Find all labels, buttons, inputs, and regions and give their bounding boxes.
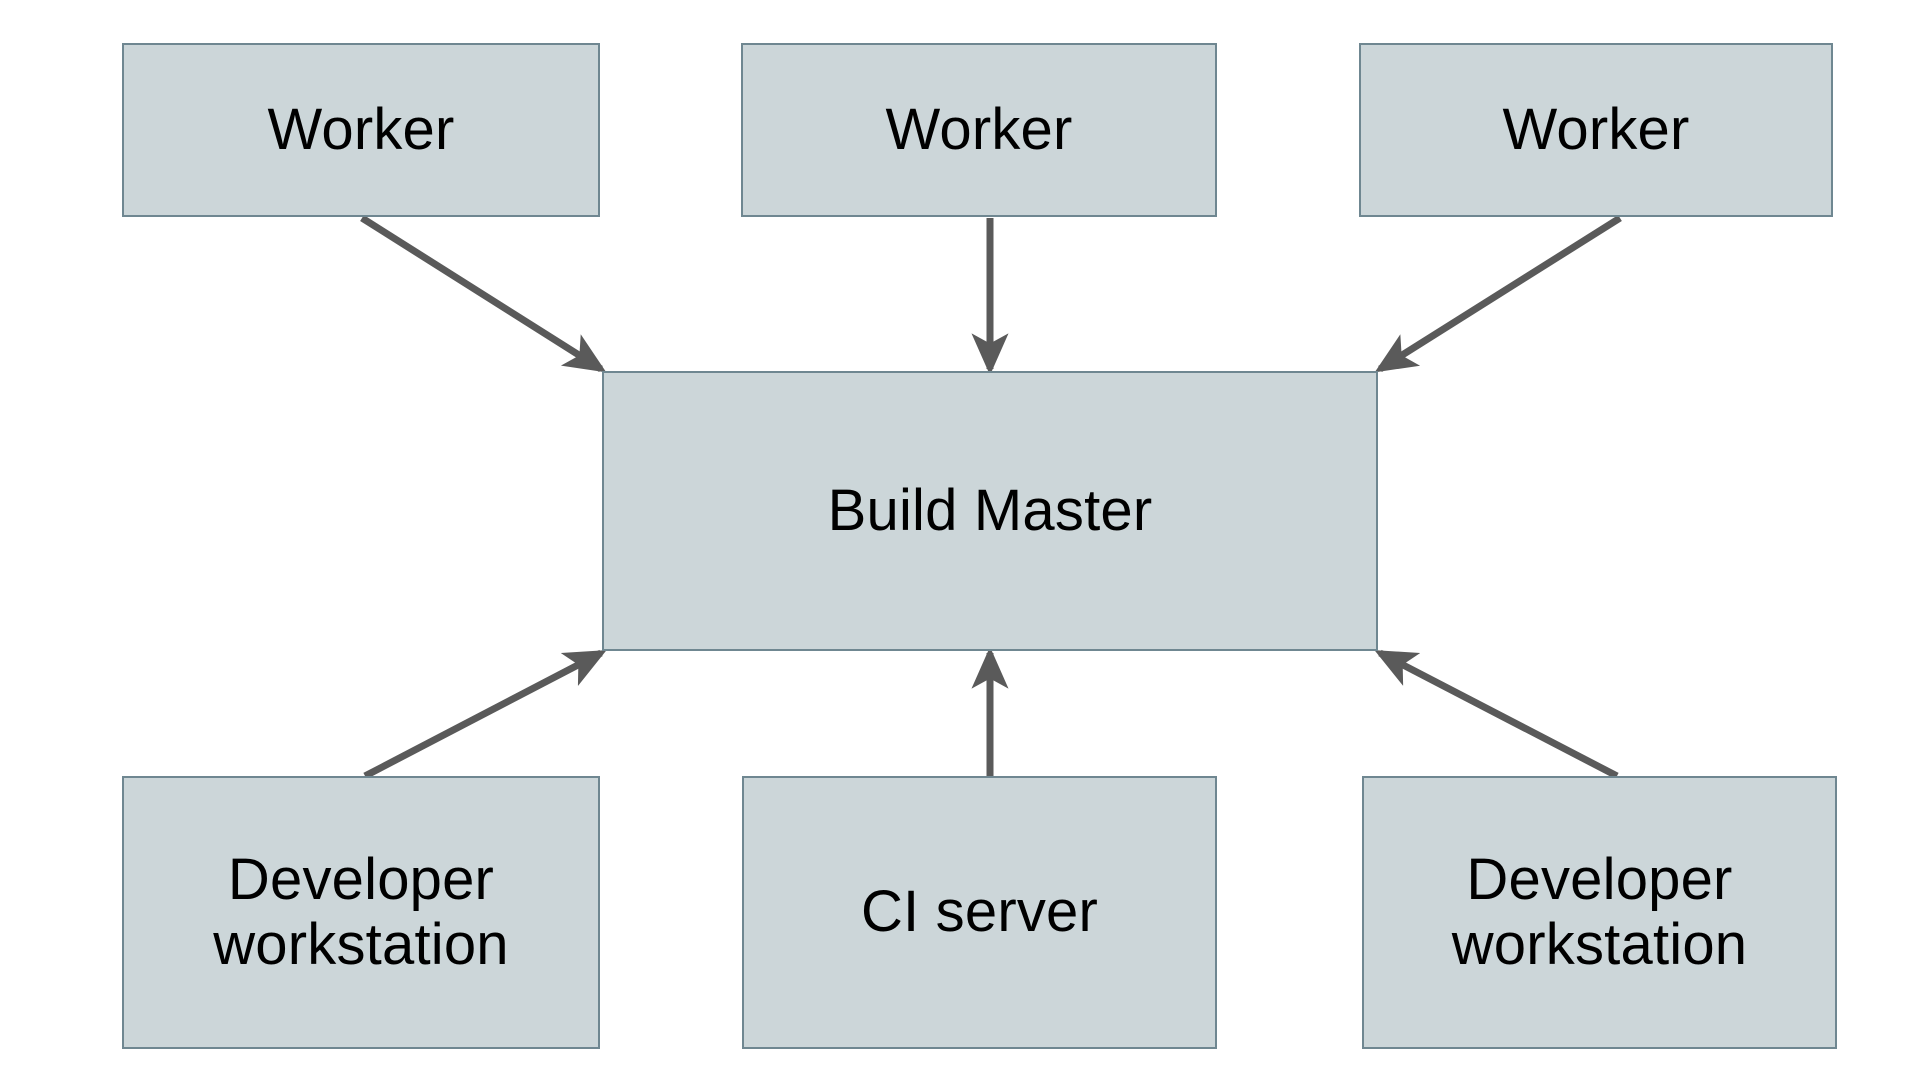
node-build-master[interactable]: Build Master [602,371,1378,651]
edge-worker-1-to-build-master [360,215,607,373]
edge-dev-workstation-1-to-build-master [363,649,607,780]
edge-dev-workstation-2-to-build-master [1374,649,1619,780]
edge-worker-3-to-build-master [1374,215,1622,373]
node-worker-1-label: Worker [267,96,455,162]
node-worker-1[interactable]: Worker [122,43,600,217]
node-developer-workstation-left[interactable]: Developer workstation [122,776,600,1049]
node-worker-2[interactable]: Worker [741,43,1217,217]
node-worker-3-label: Worker [1502,96,1690,162]
node-worker-2-label: Worker [885,96,1073,162]
node-ci-server[interactable]: CI server [742,776,1217,1049]
node-developer-workstation-right-label: Developer workstation [1451,846,1748,977]
node-worker-3[interactable]: Worker [1359,43,1833,217]
node-build-master-label: Build Master [827,477,1153,543]
node-ci-server-label: CI server [860,879,1099,945]
node-developer-workstation-right[interactable]: Developer workstation [1362,776,1837,1049]
node-developer-workstation-left-label: Developer workstation [213,846,509,977]
